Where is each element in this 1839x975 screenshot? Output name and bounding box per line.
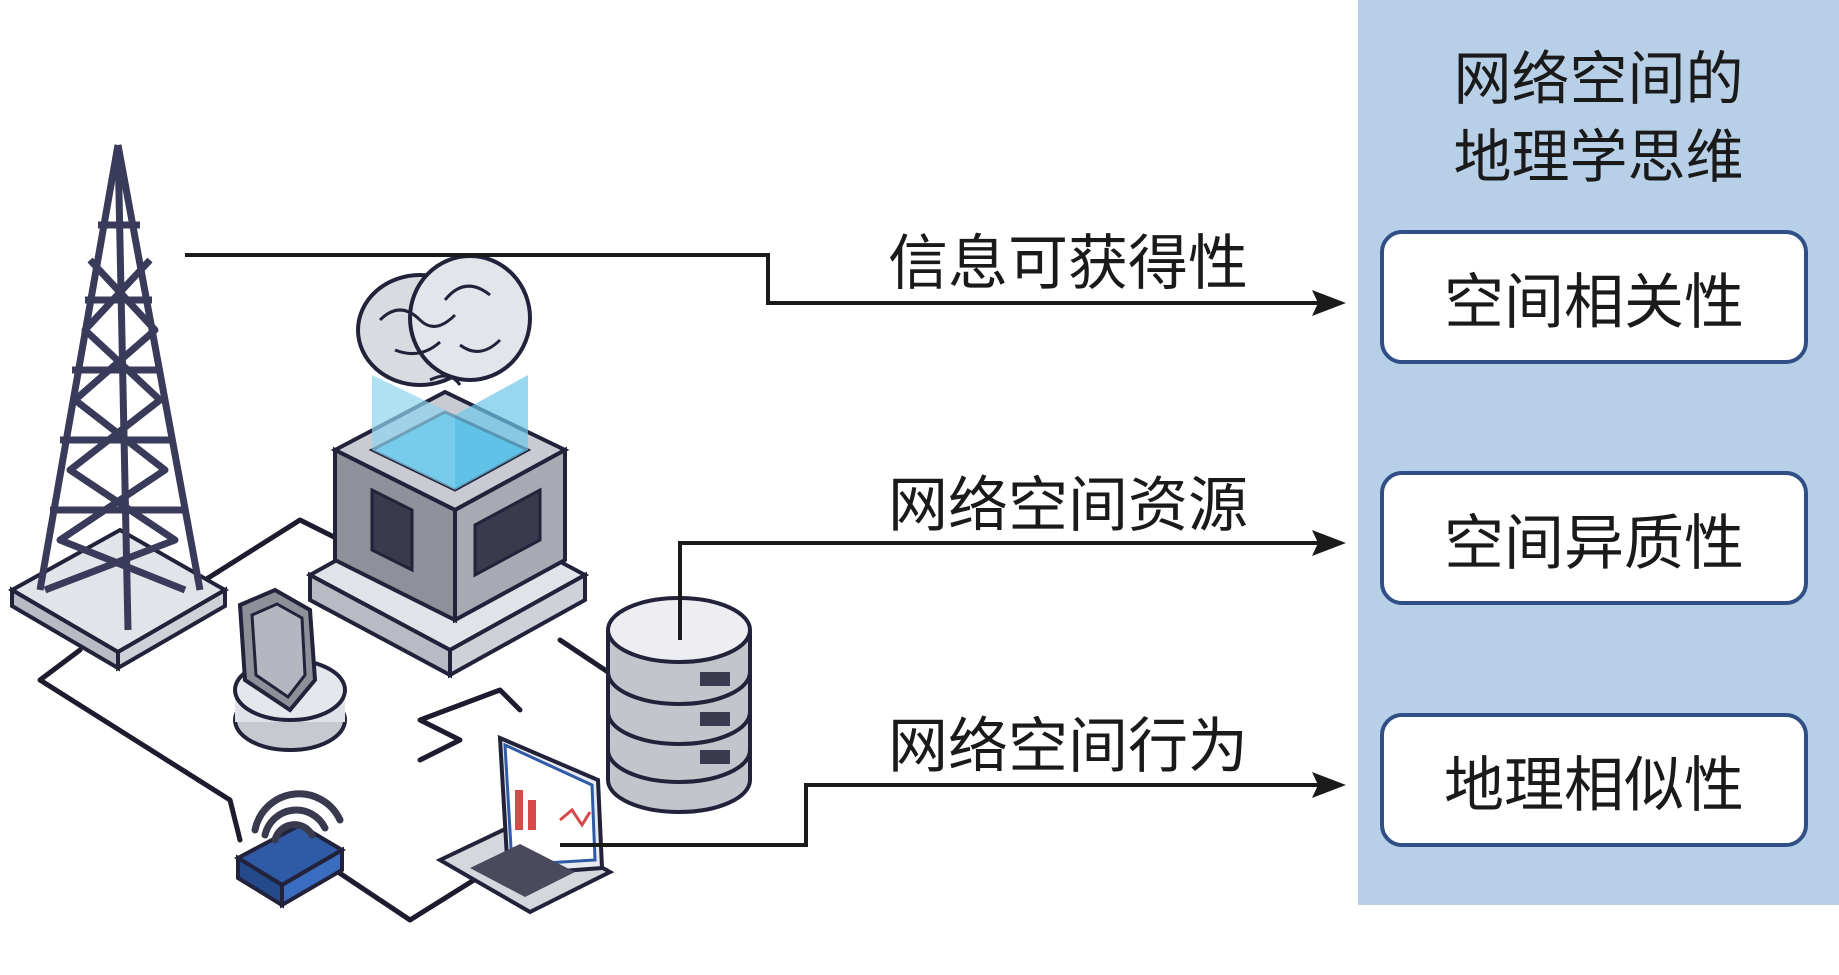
database-icon — [606, 596, 752, 814]
flow-label-information-availability: 信息可获得性 — [888, 229, 1248, 299]
radio-tower-icon — [7, 144, 230, 672]
concept-box-spatial-heterogeneity: 空间异质性 — [1380, 471, 1808, 605]
flow-label-cyberspace-behavior: 网络空间行为 — [888, 712, 1248, 782]
panel-title: 网络空间的 地理学思维 — [1358, 40, 1839, 196]
server-icon — [305, 375, 590, 679]
router-wifi-icon — [233, 790, 346, 909]
connector-tower-to-panel — [185, 253, 1328, 305]
panel-title-line1: 网络空间的 — [1453, 45, 1744, 113]
connector-database-to-panel — [678, 541, 1328, 640]
laptop-icon — [435, 734, 615, 915]
shield-icon — [233, 587, 347, 752]
brain-icon — [356, 254, 532, 387]
arrowhead-2 — [1312, 530, 1346, 556]
arrowhead-3 — [1312, 772, 1346, 798]
arrowheads — [1312, 290, 1346, 798]
panel-title-line2: 地理学思维 — [1453, 123, 1744, 191]
connector-laptop-to-panel — [560, 783, 1328, 847]
concept-box-spatial-correlation: 空间相关性 — [1380, 230, 1808, 364]
arrowhead-1 — [1312, 290, 1346, 316]
flow-connectors — [185, 253, 1328, 847]
flow-label-cyberspace-resources: 网络空间资源 — [888, 471, 1248, 541]
concept-box-geographic-similarity: 地理相似性 — [1380, 713, 1808, 847]
